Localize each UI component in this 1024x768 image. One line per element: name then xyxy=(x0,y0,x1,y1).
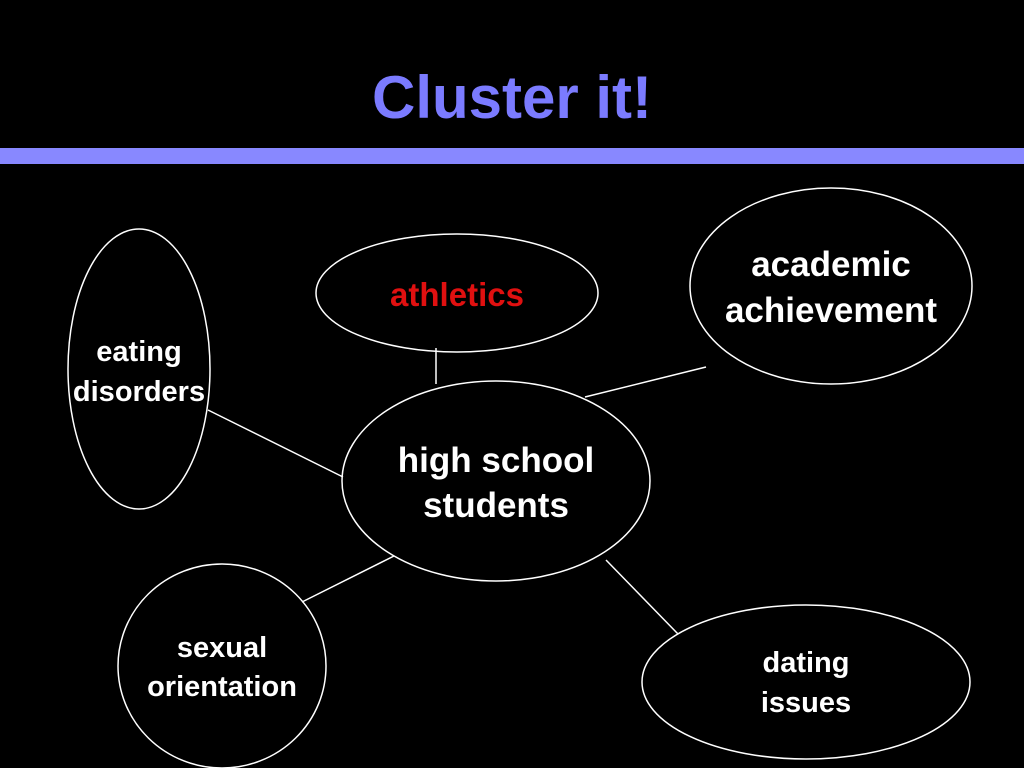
academic-achievement-line2: achievement xyxy=(724,291,938,330)
connector-eating-disorders xyxy=(207,409,344,478)
eating-disorders-ellipse xyxy=(67,228,211,510)
dating-issues-line1: dating xyxy=(762,647,850,679)
title-underline-bar xyxy=(0,148,1024,164)
dating-issues-line2: issues xyxy=(760,687,852,719)
center-node-label: high school students xyxy=(398,438,594,528)
sexual-orientation-ellipse xyxy=(117,563,327,768)
academic-achievement-ellipse xyxy=(689,187,973,385)
academic-achievement-label: academic achievement xyxy=(725,242,937,334)
center-node-line1: high school xyxy=(397,441,595,480)
eating-disorders-label: eating disorders xyxy=(73,332,205,412)
connector-dating-issues xyxy=(605,559,679,635)
sexual-orientation-label: sexual orientation xyxy=(147,629,297,707)
dating-issues-label: dating issues xyxy=(761,643,851,723)
sexual-orientation-line2: orientation xyxy=(147,671,297,703)
dating-issues-ellipse xyxy=(641,604,971,760)
eating-disorders-line1: eating xyxy=(96,336,182,368)
connector-sexual-orientation xyxy=(301,555,395,603)
sexual-orientation-line1: sexual xyxy=(176,632,268,664)
athletics-line1: athletics xyxy=(390,276,524,313)
center-node-line2: students xyxy=(423,486,569,525)
eating-disorders-line2: disorders xyxy=(72,376,206,408)
athletics-label: athletics xyxy=(390,275,524,315)
connector-academic-achievement xyxy=(584,366,707,398)
center-node-ellipse xyxy=(341,380,651,582)
athletics-ellipse xyxy=(315,233,599,353)
academic-achievement-line1: academic xyxy=(751,245,911,284)
slide-title: Cluster it! xyxy=(371,64,653,131)
